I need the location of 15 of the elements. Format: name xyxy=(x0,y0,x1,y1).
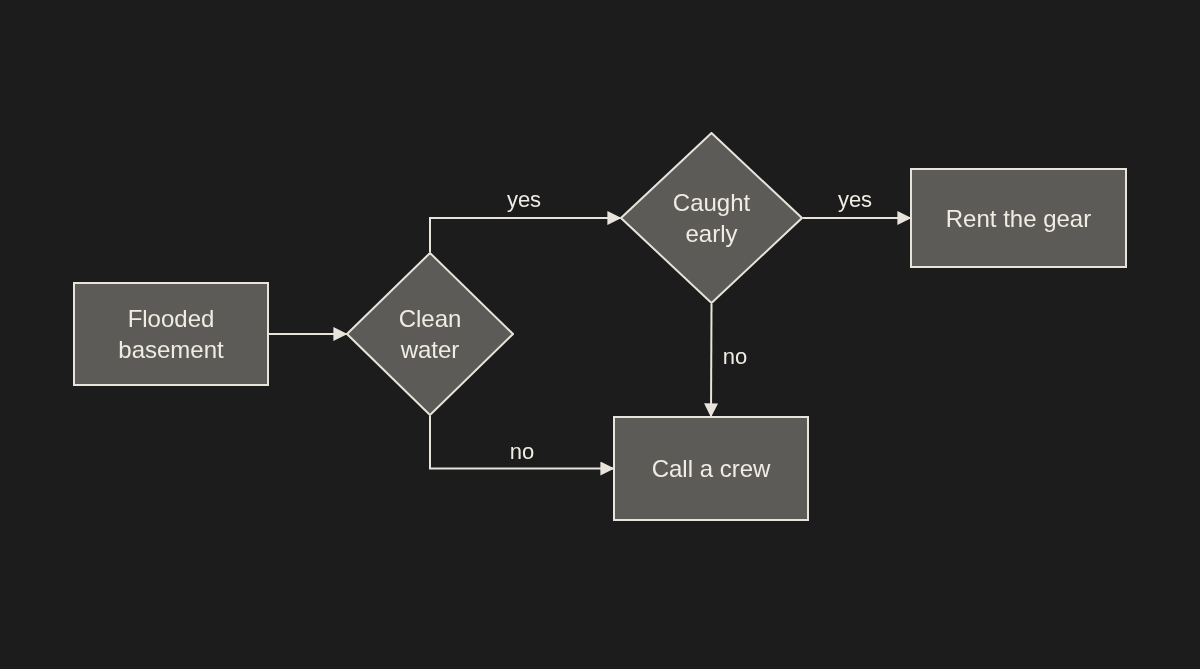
node-text: Call a crew xyxy=(651,454,771,484)
arrow xyxy=(802,211,912,225)
process-box xyxy=(613,416,809,521)
node-text: Rent the gear xyxy=(945,203,1092,234)
arrow xyxy=(268,327,348,341)
process-box xyxy=(73,282,269,386)
node-text: Clean water xyxy=(397,304,463,365)
node-text: Caught early xyxy=(671,188,752,249)
decision-diamond xyxy=(346,252,514,416)
process-box xyxy=(910,168,1127,268)
arrow xyxy=(704,303,719,418)
node-text: Flooded basement xyxy=(117,304,225,365)
arrow xyxy=(429,415,615,476)
decision-diamond xyxy=(620,132,803,304)
arrow xyxy=(429,211,622,253)
